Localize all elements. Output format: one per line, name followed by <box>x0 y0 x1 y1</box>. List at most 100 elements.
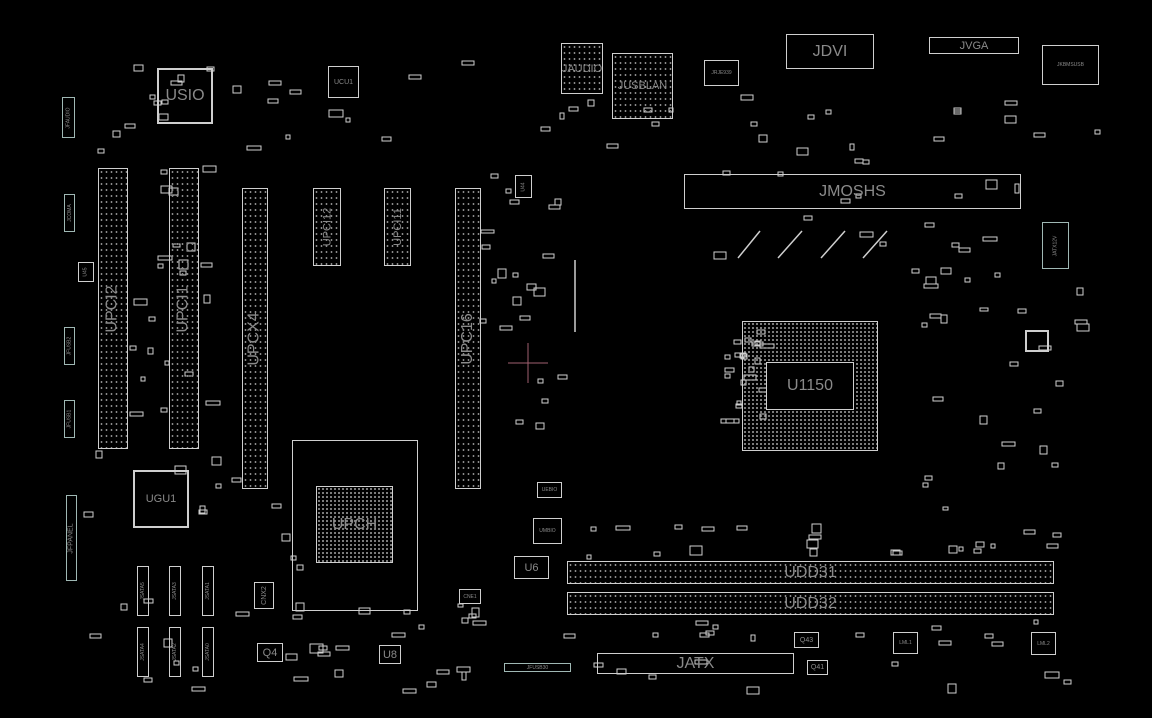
label: UPC16 <box>459 312 477 365</box>
smd-pad <box>161 99 169 105</box>
smd-pad <box>855 193 862 199</box>
smd-pad <box>947 683 957 694</box>
chip-u45[interactable]: U45 <box>78 262 94 282</box>
chip-uebio[interactable]: UEBIO <box>537 482 562 498</box>
component-cne1[interactable]: CNE1 <box>459 589 481 604</box>
chip-u44[interactable]: U44 <box>515 175 532 198</box>
label: UPCX4 <box>246 311 264 366</box>
sata-jsata3[interactable]: JSATA3 <box>169 566 181 616</box>
smd-pad <box>803 215 813 221</box>
smd-pad <box>1074 319 1088 325</box>
smd-pad <box>811 523 822 534</box>
header-jfusb2[interactable]: JFUSB2 <box>64 327 75 365</box>
inductor-lml2[interactable]: LML2 <box>1031 632 1056 655</box>
label: JDVI <box>812 42 848 60</box>
chip-upch[interactable]: UPCH <box>316 486 393 563</box>
chip-ugu1[interactable]: UGU1 <box>133 470 189 528</box>
smd-pad <box>491 278 497 284</box>
transistor-q41[interactable]: Q41 <box>807 660 828 675</box>
pcie-slot-upcx4[interactable]: UPCX4 <box>242 188 268 489</box>
label: JSATA0 <box>205 643 212 661</box>
chip-u6[interactable]: U6 <box>514 556 549 579</box>
smd-pad <box>840 198 851 204</box>
connector-jusblan[interactable]: JUSBLAN <box>612 53 673 119</box>
smd-pad <box>481 244 491 250</box>
smd-pad <box>985 179 998 190</box>
smd-pad <box>758 134 768 143</box>
smd-pad <box>922 482 929 488</box>
smd-pad <box>953 107 962 113</box>
cpu-socket-u1150[interactable]: U1150 <box>742 321 878 451</box>
chip-u8[interactable]: U8 <box>379 645 401 664</box>
connector-jatx[interactable]: JATX <box>597 653 794 674</box>
chip-umbio[interactable]: UMBIO <box>533 518 562 544</box>
pcie-slot-upc16[interactable]: UPC16 <box>455 188 481 489</box>
connector-jatx12v[interactable]: JATX12V <box>1042 222 1069 269</box>
sata-jsata5[interactable]: JSATA5 <box>137 566 149 616</box>
smd-pad <box>990 543 996 549</box>
sata-jsata1[interactable]: JSATA1 <box>202 566 214 616</box>
chip-usio[interactable]: USIO <box>157 68 213 124</box>
smd-pad <box>1004 115 1017 124</box>
smd-pad <box>879 241 887 247</box>
inductor-2 <box>777 230 803 259</box>
smd-pad <box>586 554 592 560</box>
smd-pad <box>921 322 928 328</box>
sata-jsata0[interactable]: JSATA0 <box>202 627 214 677</box>
smd-pad <box>973 548 982 554</box>
component-cnx2[interactable]: CNX2 <box>254 582 274 609</box>
header-jfpanel[interactable]: JFPANEL <box>66 495 77 581</box>
smd-pad <box>235 611 250 617</box>
pci-slot-upci2[interactable]: UPCI2 <box>98 168 128 449</box>
chip-right-controller[interactable] <box>1025 330 1049 352</box>
component-upci11[interactable]: UPCI11 <box>384 188 411 266</box>
smd-pad <box>200 262 213 268</box>
smd-pad <box>309 643 324 654</box>
smd-pad <box>940 267 952 275</box>
header-jfusb30[interactable]: JFUSB30 <box>504 663 571 672</box>
smd-pad <box>512 272 519 278</box>
header-jcoma[interactable]: JCOMA <box>64 194 75 232</box>
inductor-1 <box>737 230 761 259</box>
chip-ucu1[interactable]: UCU1 <box>328 66 359 98</box>
smd-pad <box>158 113 169 121</box>
sata-jsata2[interactable]: JSATA2 <box>169 627 181 677</box>
dimm-slot-udd32[interactable]: UDD32 <box>567 592 1054 615</box>
smd-pad <box>984 633 994 639</box>
smd-pad <box>408 74 422 80</box>
header-jfusb1[interactable]: JFUSB1 <box>64 400 75 438</box>
smd-pad <box>148 316 156 322</box>
smd-pad <box>391 632 406 638</box>
smd-pad <box>191 686 206 692</box>
header-jfaudio[interactable]: JFAUDIO <box>62 97 75 138</box>
smd-pad <box>147 347 154 355</box>
smd-pad <box>205 400 221 406</box>
connector-jaudio[interactable]: JAUDIO <box>561 43 603 94</box>
smd-pad <box>418 624 425 630</box>
transistor-q4[interactable]: Q4 <box>257 643 283 662</box>
smd-pad <box>468 613 477 619</box>
label: JFUSB30 <box>526 664 549 671</box>
smd-pad <box>674 524 683 530</box>
connector-jrje939[interactable]: JRJE939 <box>704 60 739 86</box>
smd-pad <box>590 526 597 532</box>
connector-jvga[interactable]: JVGA <box>929 37 1019 54</box>
dimm-slot-udd31[interactable]: UDD31 <box>567 561 1054 584</box>
transistor-q43[interactable]: Q43 <box>794 632 819 648</box>
smd-pad <box>891 661 899 667</box>
connector-jkbmsusb[interactable]: JKBMSUSB <box>1042 45 1099 85</box>
component-upci12[interactable]: UPCI12 <box>313 188 341 266</box>
smd-pad <box>652 632 659 638</box>
smd-pad <box>170 80 183 86</box>
smd-pad <box>924 222 935 228</box>
sata-jsata4[interactable]: JSATA4 <box>137 627 149 677</box>
inductor-3 <box>820 230 846 259</box>
inductor-lml1[interactable]: LML1 <box>893 632 918 654</box>
heatsink-jmoshs[interactable]: JMOSHS <box>684 174 1021 209</box>
smd-pad <box>923 283 939 289</box>
smd-pad <box>568 106 579 112</box>
connector-jdvi[interactable]: JDVI <box>786 34 874 69</box>
pci-slot-upci1[interactable]: UPCI1 <box>169 168 199 449</box>
